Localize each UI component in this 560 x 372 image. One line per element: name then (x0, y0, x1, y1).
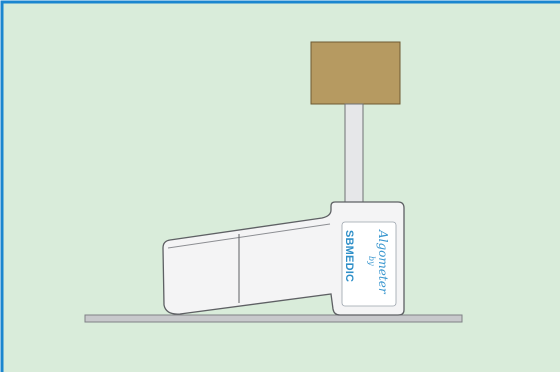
base-plate (84, 314, 463, 323)
by-text: by (367, 256, 376, 266)
weight-block (310, 41, 401, 105)
brand-text: SBMEDIC (343, 230, 355, 282)
label-panel (341, 221, 397, 307)
product-script-name: Algometer (376, 229, 390, 295)
lever-arm-bevel (167, 223, 331, 249)
shaft-rod (344, 103, 364, 203)
